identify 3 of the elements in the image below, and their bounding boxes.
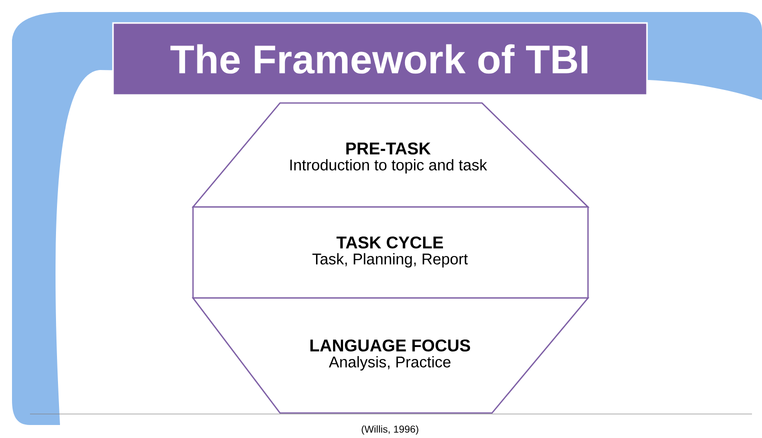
citation: (Willis, 1996): [362, 425, 418, 435]
title-banner: The Framework of TBI: [112, 22, 648, 96]
rectangle-box: TASK CYCLE Task, Planning, Report: [192, 206, 589, 299]
